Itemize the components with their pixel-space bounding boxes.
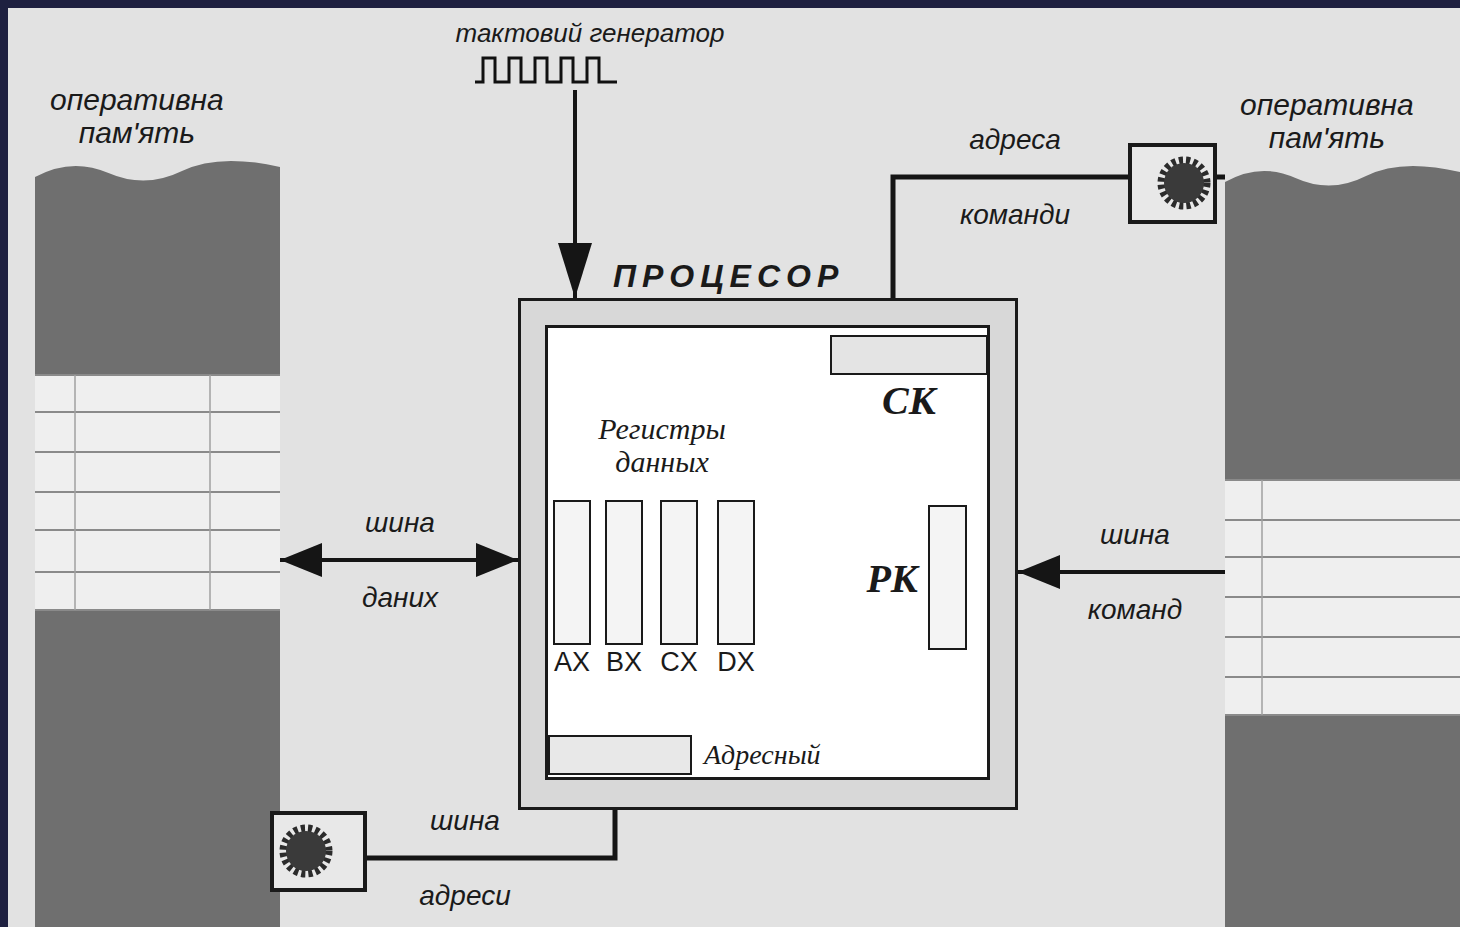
register: Адресный [548, 735, 692, 775]
memory-ground [35, 161, 280, 927]
register-label: РК [866, 554, 918, 601]
gear-body [286, 831, 326, 871]
node-heading: тактовий генератор [456, 18, 725, 49]
data-register: BX [605, 500, 643, 645]
bus-line [280, 558, 518, 562]
register-label: BX [606, 647, 642, 678]
memory-strip-drawing [1225, 160, 1460, 927]
register-label: Адресный [704, 739, 821, 771]
processor-box: СКAXBXCXDXРКАдресныйПРОЦЕСОР [518, 298, 1018, 810]
memory-strip-drawing [35, 155, 280, 927]
clock-wave-line [475, 58, 617, 82]
gear-frame [272, 813, 365, 890]
register-label: СК [882, 377, 936, 424]
bus-line [280, 810, 615, 858]
memory-cell-line [1225, 556, 1460, 558]
group-label: Регистры данных [598, 412, 726, 478]
arrow-head [1018, 555, 1060, 589]
register-label: DX [717, 647, 755, 678]
data-register: CX [660, 500, 698, 645]
memory-cell-line [35, 451, 280, 453]
gear-frame [1130, 145, 1215, 222]
node-heading: оперативна пам'ять [1240, 88, 1414, 154]
memory-cell-line [1225, 519, 1460, 521]
bus-gear [1130, 145, 1215, 222]
gear-teeth [284, 829, 328, 873]
memory-cell-line [35, 609, 280, 611]
bus-label: шина даних [362, 485, 438, 635]
memory-cell-line [1225, 596, 1460, 598]
memory-cell-line [1225, 714, 1460, 716]
memory-strip: оперативна пам'ять [35, 155, 280, 927]
memory-cell-divider [209, 375, 211, 610]
node-heading: оперативна пам'ять [50, 83, 224, 149]
data-register: DX [717, 500, 755, 645]
memory-cell-line [35, 374, 280, 376]
bus-line [1018, 570, 1225, 574]
memory-cell-line [1225, 636, 1460, 638]
bus-label: шина адреси [419, 783, 510, 927]
bus-label: адреса команди [960, 102, 1070, 252]
register: РК [928, 505, 967, 650]
gear-teeth [1162, 161, 1206, 205]
memory-cell-line [35, 491, 280, 493]
memory-strip: оперативна пам'ять [1225, 160, 1460, 927]
node-heading: ПРОЦЕСОР [613, 258, 844, 295]
bus-gear [272, 813, 365, 890]
clock-wave [475, 54, 625, 88]
data-register: AX [553, 500, 591, 645]
memory-cell-line [1225, 676, 1460, 678]
bus-line [573, 90, 577, 298]
bus-line [893, 177, 1225, 298]
register-label: CX [660, 647, 698, 678]
register: СК [830, 335, 988, 375]
memory-cell-line [35, 411, 280, 413]
memory-cell-divider [1261, 480, 1263, 715]
register-label: AX [554, 647, 590, 678]
memory-cell-line [1225, 479, 1460, 481]
arrow-head [280, 543, 322, 577]
bus-label: шина команд [1088, 497, 1182, 647]
arrow-head [476, 543, 518, 577]
clock-generator: тактовий генератор [425, 18, 755, 90]
memory-cells [35, 375, 280, 610]
gear-body [1164, 163, 1204, 203]
memory-cell-divider [74, 375, 76, 610]
memory-cells [1225, 480, 1460, 715]
memory-ground [1225, 166, 1460, 927]
arrow-head [558, 243, 592, 298]
memory-cell-line [35, 529, 280, 531]
memory-cell-line [35, 571, 280, 573]
